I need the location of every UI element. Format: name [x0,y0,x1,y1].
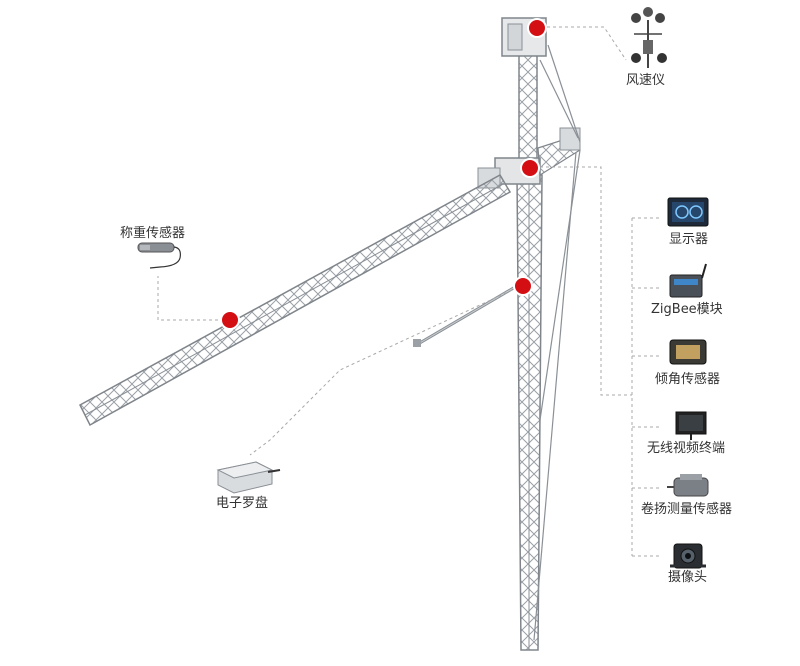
wireless-video-terminal-icon [675,411,707,440]
marker-trolley [513,276,533,296]
marker-anemometer [527,18,547,38]
jib-boom [79,173,512,427]
display-icon [667,197,709,227]
label-camera: 摄像头 [668,570,708,585]
sensor-markers [220,18,547,330]
camera-icon [670,543,706,569]
hoist-measure-sensor-icon [667,474,709,497]
label-tilt-sensor: 倾角传感器 [655,372,721,387]
tilt-sensor-icon [669,339,707,365]
label-anemometer: 风速仪 [626,73,666,88]
tower-mast [516,174,543,651]
marker-jib [220,310,240,330]
crane-structure [79,17,581,651]
leader-lines [157,26,662,557]
zigbee-module-icon [669,263,707,298]
anemometer-icon [631,7,667,68]
label-weighing-sensor: 称重传感器 [120,226,186,241]
label-hoist-measure-sensor: 卷扬测量传感器 [641,502,733,517]
tower-head [501,17,547,166]
marker-slewing [520,158,540,178]
label-zigbee-module: ZigBee模块 [651,302,723,317]
label-electronic-compass: 电子罗盘 [216,496,269,511]
label-wireless-video-terminal: 无线视频终端 [647,441,726,456]
weighing-sensor-icon [137,242,181,269]
electronic-compass-icon [216,461,281,494]
tie-rods [533,44,581,641]
label-display: 显示器 [669,232,709,247]
counter-jib [537,127,581,177]
